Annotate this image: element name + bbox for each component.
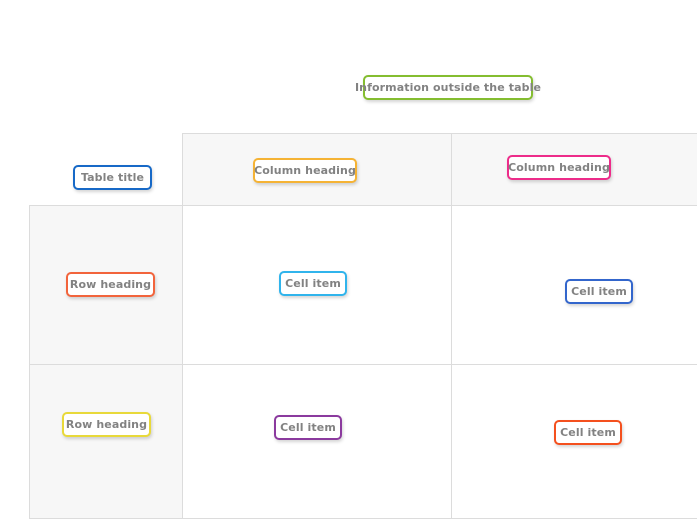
grid-line-bottom: [29, 518, 697, 519]
grid-line-header-bottom: [29, 205, 697, 206]
information-outside-table-badge[interactable]: Information outside the table: [355, 75, 541, 100]
grid-line-row1-bottom: [29, 364, 697, 365]
cell-item-badge-r1c2[interactable]: Cell item: [565, 279, 633, 304]
row-heading-badge-1[interactable]: Row heading: [66, 272, 155, 297]
table-title-badge[interactable]: Table title: [73, 165, 152, 190]
grid-line-top: [182, 133, 697, 134]
column-heading-badge-1[interactable]: Column heading: [253, 158, 357, 183]
grid-line-left: [29, 205, 30, 518]
grid-line-col-1: [451, 133, 452, 518]
column-heading-badge-2[interactable]: Column heading: [507, 155, 611, 180]
grid-line-col-row-header: [182, 133, 183, 518]
row-header-column-fill-2: [29, 364, 182, 518]
cell-item-badge-r2c1[interactable]: Cell item: [274, 415, 342, 440]
row-heading-badge-2[interactable]: Row heading: [62, 412, 151, 437]
cell-item-badge-r2c2[interactable]: Cell item: [554, 420, 622, 445]
cell-item-badge-r1c1[interactable]: Cell item: [279, 271, 347, 296]
